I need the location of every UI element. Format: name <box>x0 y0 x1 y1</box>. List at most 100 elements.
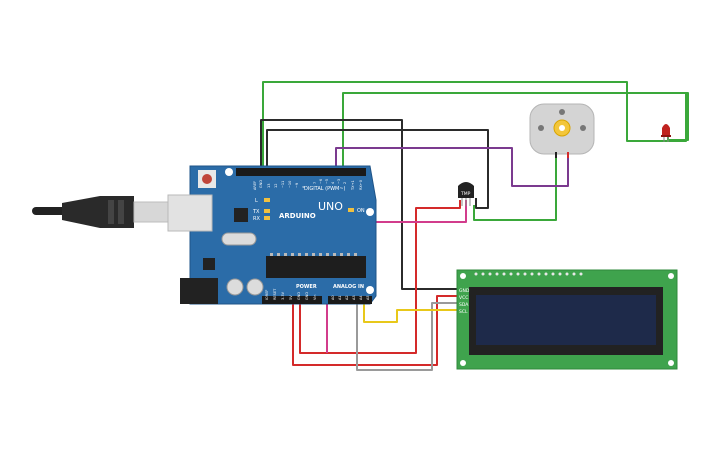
red-led[interactable] <box>661 124 671 142</box>
power-pin-label: 5V <box>289 295 293 300</box>
lcd-pin-label: VCC <box>459 295 468 301</box>
lcd-pin-label: SCL <box>459 309 468 315</box>
regulator-chip <box>203 258 215 270</box>
on-label: ON <box>357 208 365 214</box>
digital-pin-label: TX→1 <box>351 180 355 191</box>
usb-connector-metal <box>133 201 169 223</box>
wires <box>260 81 689 371</box>
lcd-display[interactable]: GND VCC SDA SCL <box>456 269 678 370</box>
power-pin-label: GND <box>297 292 301 300</box>
mount-hole <box>460 273 466 279</box>
digital-pin-label: ~3 <box>337 179 341 184</box>
led-tx <box>264 209 270 213</box>
wire-green-led[interactable] <box>342 92 689 170</box>
dc-motor[interactable] <box>529 103 595 158</box>
lcd-header-pins <box>474 272 583 276</box>
sensor-body <box>458 182 474 198</box>
tx-label: TX <box>252 209 260 215</box>
capacitor <box>226 278 244 296</box>
lcd-screen <box>476 295 656 345</box>
lcd-pin-label: SDA <box>459 302 469 308</box>
wire-black-sensor[interactable] <box>266 129 489 209</box>
analog-pin-label: A1 <box>338 295 342 300</box>
digital-pin-label: RX←0 <box>359 180 363 190</box>
gnd-label: GND <box>259 180 263 188</box>
usb-chip <box>234 208 248 222</box>
analog-header <box>328 296 372 304</box>
motor-shaft <box>559 125 565 131</box>
power-header <box>262 296 322 304</box>
power-pin-label: Vin <box>313 294 317 300</box>
digital-pin-label: 13 <box>267 184 271 188</box>
wire-purple-motor[interactable] <box>335 147 569 187</box>
wire-green-motor[interactable] <box>473 155 557 221</box>
digital-pin-label: ~11 <box>281 181 285 188</box>
digital-header <box>236 168 366 176</box>
usb-b-socket <box>167 194 213 232</box>
usb-plug-ridge <box>108 200 114 224</box>
reset-button[interactable] <box>202 174 212 184</box>
mount-hole <box>668 273 674 279</box>
power-header-label: POWER <box>296 284 317 290</box>
motor-screw <box>538 125 544 131</box>
digital-pin-label: 4 <box>331 181 335 184</box>
board-brand: ARDUINO <box>279 212 316 220</box>
led-rx <box>264 216 270 220</box>
atmega-chip <box>266 256 366 278</box>
mount-hole <box>366 286 374 294</box>
analog-pin-label: A0 <box>331 295 335 300</box>
mount-hole <box>366 208 374 216</box>
lcd-pin-label: GND <box>459 288 470 294</box>
analog-pin-label: A2 <box>345 295 349 300</box>
aref-label: AREF <box>253 181 257 190</box>
led-on <box>348 208 354 212</box>
digital-pin-label: 12 <box>274 184 278 188</box>
digital-pin-label: ~9 <box>295 183 299 188</box>
digital-pin-label: 8 <box>302 186 306 188</box>
usb-plug-ridge <box>118 200 124 224</box>
wire-red-5v[interactable] <box>292 295 460 366</box>
digital-pin-labels: 13 12 ~11 ~10 ~9 8 7 ~6 ~5 4 ~3 2 TX→1 R… <box>267 179 363 191</box>
mount-hole <box>460 360 466 366</box>
digital-pin-label: ~10 <box>288 181 292 188</box>
mount-hole <box>225 168 233 176</box>
chip-pins-top <box>270 253 357 256</box>
rx-label: RX <box>253 216 260 222</box>
analog-pin-labels: A0 A1 A2 A3 A4 A5 <box>331 295 370 300</box>
power-pin-label: IOREF <box>265 290 269 300</box>
mount-hole <box>668 360 674 366</box>
power-pin-label: RESET <box>273 288 277 300</box>
usb-cable <box>32 196 169 228</box>
led-rim <box>661 135 671 137</box>
arduino-board[interactable]: ARDUINO UNO DIGITAL (PWM~) POWER ANALOG … <box>167 165 377 305</box>
analog-header-label: ANALOG IN <box>333 284 364 290</box>
digital-pin-label: ~5 <box>325 179 329 184</box>
analog-pin-label: A4 <box>359 295 363 300</box>
dc-power-jack <box>180 278 218 304</box>
analog-pin-label: A5 <box>366 295 370 300</box>
l-label: L <box>255 198 258 204</box>
digital-pin-label: 7 <box>313 182 317 184</box>
wire-gray-sda[interactable] <box>356 300 460 371</box>
motor-screw <box>559 109 565 115</box>
wire-yellow-scl[interactable] <box>363 300 460 323</box>
power-pin-labels: IOREF RESET 3.3V 5V GND GND Vin <box>265 288 317 300</box>
board-model: UNO <box>318 200 343 213</box>
usb-plug-body <box>62 196 134 228</box>
analog-pin-label: A3 <box>352 295 356 300</box>
sensor-label: TMP <box>460 191 471 197</box>
power-pin-label: GND <box>305 292 309 300</box>
led-dome <box>662 124 670 136</box>
capacitor <box>246 278 264 296</box>
digital-pin-label: ~6 <box>319 179 323 184</box>
crystal-oscillator <box>221 232 257 246</box>
wire-black-lcd-gnd[interactable] <box>260 119 460 290</box>
digital-pin-label: 2 <box>343 182 347 184</box>
power-pin-label: 3.3V <box>281 291 285 300</box>
wire-green-top[interactable] <box>262 81 687 170</box>
motor-screw <box>580 125 586 131</box>
temperature-sensor[interactable]: TMP <box>458 182 474 206</box>
wire-red-sensor[interactable] <box>299 200 461 354</box>
digital-header-label: DIGITAL (PWM~) <box>304 186 346 192</box>
